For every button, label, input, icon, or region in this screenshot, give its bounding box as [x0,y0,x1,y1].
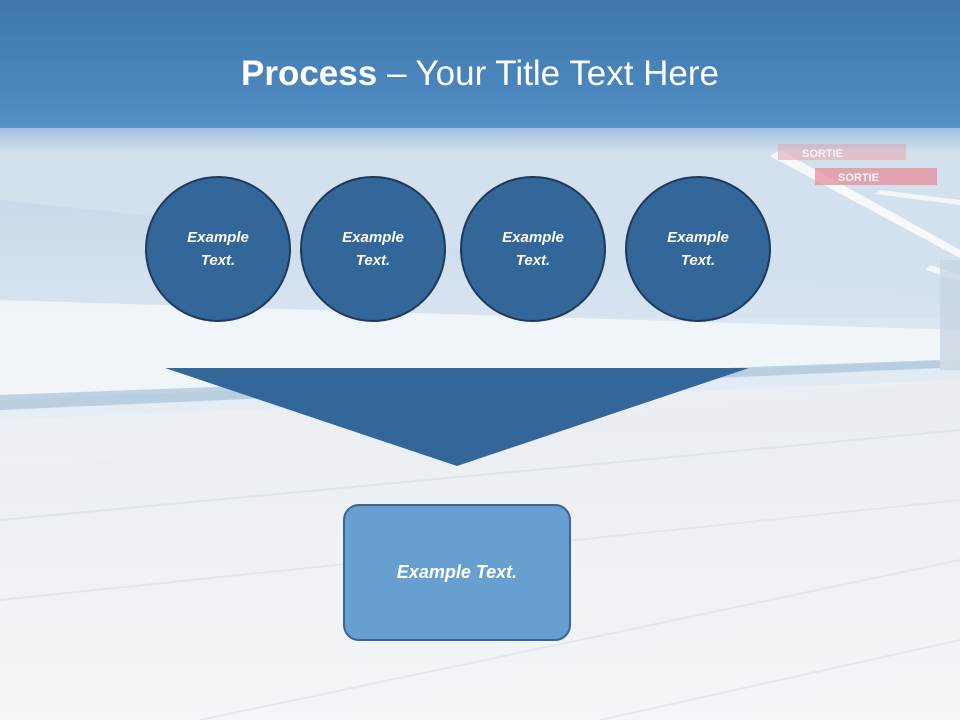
title-bar: Process – Your Title Text Here [0,0,960,152]
circle-2-line2: Text. [355,252,391,269]
slide-title: Process – Your Title Text Here [0,52,960,96]
funnel-triangle [165,368,749,466]
circle-4-line2: Text. [680,252,716,269]
circle-3-line2: Text. [515,252,551,269]
circle-4-line1: Example [667,229,729,246]
result-box[interactable]: Example Text. [343,504,571,641]
circle-3-line1: Example [502,229,564,246]
funnel-arrow [165,368,749,466]
result-text: Example Text. [396,562,518,582]
circle-2-line1: Example [342,229,404,246]
circle-1-line1: Example [187,229,249,246]
title-rest-part: – Your Title Text Here [377,54,719,93]
sign-text-2: SORTIE [838,172,879,184]
circle-1-line2: Text. [200,252,236,269]
title-bold-part: Process [241,54,378,93]
